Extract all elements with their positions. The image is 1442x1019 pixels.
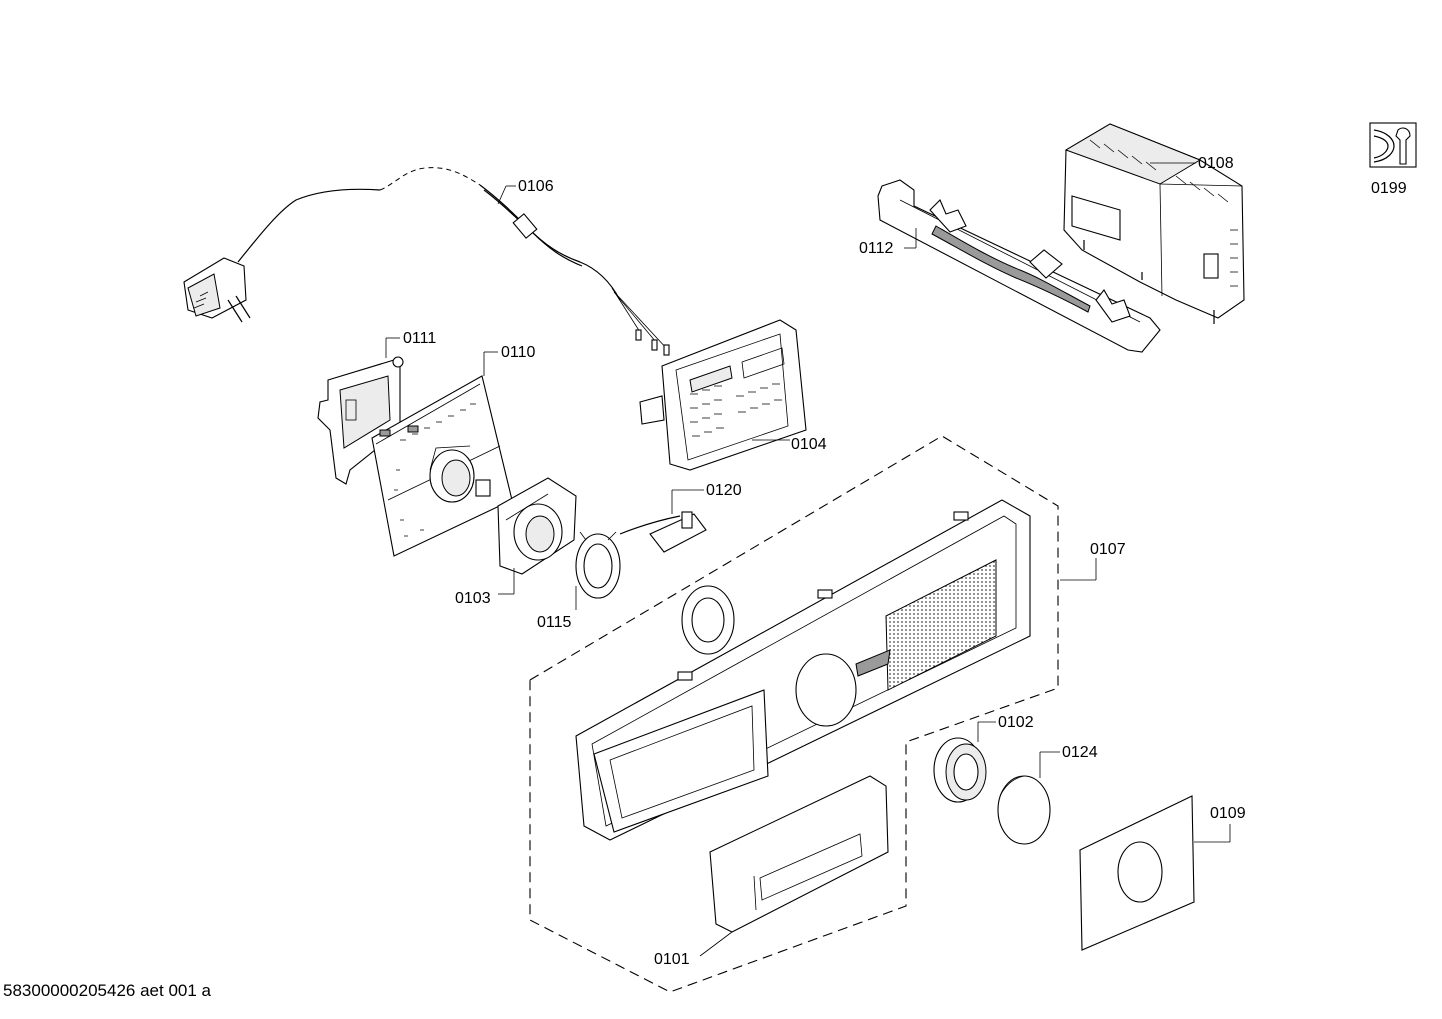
power-cord-part — [183, 167, 670, 356]
label-0115: 0115 — [537, 614, 572, 631]
label-0103: 0103 — [455, 590, 491, 607]
service-wrench-icon — [1369, 122, 1417, 168]
control-module-part — [1063, 123, 1245, 324]
knob-ring-part — [933, 737, 987, 803]
label-0111: 0111 — [403, 330, 436, 347]
label-0104: 0104 — [791, 436, 827, 453]
label-0101: 0101 — [654, 951, 690, 968]
label-0108: 0108 — [1198, 155, 1234, 172]
sensor-board-part — [619, 511, 707, 553]
label-0109: 0109 — [1210, 805, 1246, 822]
label-0112: 0112 — [859, 240, 894, 257]
label-0120: 0120 — [706, 482, 742, 499]
knob-cap-part — [997, 775, 1051, 845]
fascia-group-outline — [529, 435, 1059, 993]
circuit-board-part — [371, 375, 513, 557]
label-0106: 0106 — [518, 178, 554, 195]
display-module-part — [639, 319, 807, 471]
cable-holder-part — [877, 179, 1161, 353]
decor-plate-part — [1079, 795, 1195, 951]
drawing-reference: 58300000205426 aet 001 a — [3, 981, 211, 1000]
label-0199: 0199 — [1371, 180, 1407, 197]
knob-housing-part — [497, 477, 577, 575]
leader-0106b — [497, 185, 507, 205]
fascia-panel-part — [575, 499, 1031, 933]
label-0110: 0110 — [501, 344, 536, 361]
label-0124: 0124 — [1062, 744, 1098, 761]
bracket-part — [317, 356, 404, 485]
label-0107: 0107 — [1090, 541, 1126, 558]
light-ring-part — [575, 531, 621, 599]
leader-0101 — [699, 931, 733, 957]
label-0102: 0102 — [998, 714, 1034, 731]
